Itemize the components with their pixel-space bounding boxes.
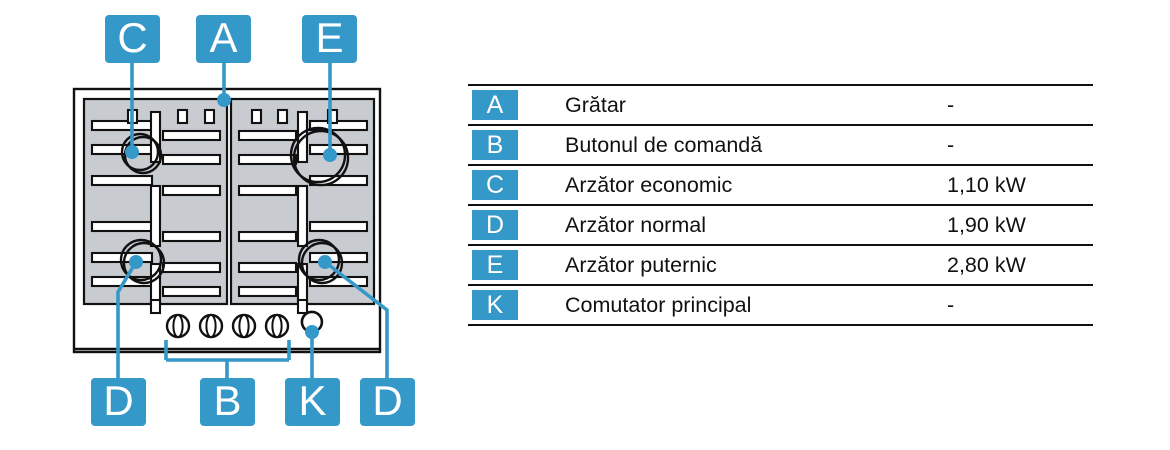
control-knob[interactable] [231,313,257,339]
callout-d-left-label: D [103,377,133,424]
legend-part-name: Arzător normal [565,212,706,237]
legend-part-name: Butonul de comandă [565,132,763,157]
leader-b-bracket [164,340,291,378]
table-row: B Butonul de comandă - [468,124,1093,164]
legend-key-badge: E [472,250,518,280]
legend-part-power: 1,90 kW [947,212,1026,237]
legend-part-name: Arzător puternic [565,252,717,277]
table-row: A Grătar - [468,84,1093,124]
control-knob[interactable] [198,313,224,339]
table-row: K Comutator principal - [468,284,1093,326]
callout-k-label: K [298,377,326,424]
burner-right-front [297,238,344,285]
burner-right-rear [289,126,350,187]
legend-part-name: Arzător economic [565,172,733,197]
callout-e-label: E [315,14,343,61]
callout-d-right-label: D [372,377,402,424]
control-knobs[interactable] [165,313,290,339]
callout-b-label: B [213,377,241,424]
legend-part-power: 1,10 kW [947,172,1026,197]
leader-dot-k [305,325,319,339]
burner-left-front [119,238,166,285]
legend-key-badge: K [472,290,518,320]
burner-left-rear [120,132,163,175]
legend-part-power: 2,80 kW [947,252,1026,277]
cooktop-diagram: C A E D B K [0,0,470,450]
legend-key-badge: C [472,170,518,200]
grate-right [229,97,376,315]
main-switch[interactable] [300,310,324,332]
callout-a-label: A [209,14,237,61]
leader-d-left [116,261,138,378]
callout-d-right[interactable]: D [360,377,415,426]
legend-part-name: Grătar [565,92,626,117]
leader-dot-d-left [129,255,143,269]
callout-c[interactable]: C [105,14,160,63]
legend-table: A Grătar - B Butonul de comandă - C Arză… [468,84,1093,326]
grate-left [82,97,229,315]
legend-key-badge: B [472,130,518,160]
leader-dot-e [323,148,337,162]
legend-part-power: - [947,132,955,157]
control-knob[interactable] [165,313,191,339]
leader-dot-c [125,145,139,159]
leader-dot-a [217,93,231,107]
callout-e[interactable]: E [302,14,357,63]
control-knob[interactable] [264,313,290,339]
callout-k[interactable]: K [285,377,340,426]
table-row: E Arzător puternic 2,80 kW [468,244,1093,284]
legend-part-power: - [947,292,955,317]
leader-d-right [323,260,389,378]
callout-b[interactable]: B [200,377,255,426]
callout-d-left[interactable]: D [91,377,146,426]
callout-c-label: C [117,14,147,61]
legend-key-badge: D [472,210,518,240]
legend-part-power: - [947,92,955,117]
table-row: D Arzător normal 1,90 kW [468,204,1093,244]
leader-dot-d-right [318,255,332,269]
legend-part-name: Comutator principal [565,292,752,317]
table-row: C Arzător economic 1,10 kW [468,164,1093,204]
callout-a[interactable]: A [196,14,251,63]
legend-key-badge: A [472,90,518,120]
